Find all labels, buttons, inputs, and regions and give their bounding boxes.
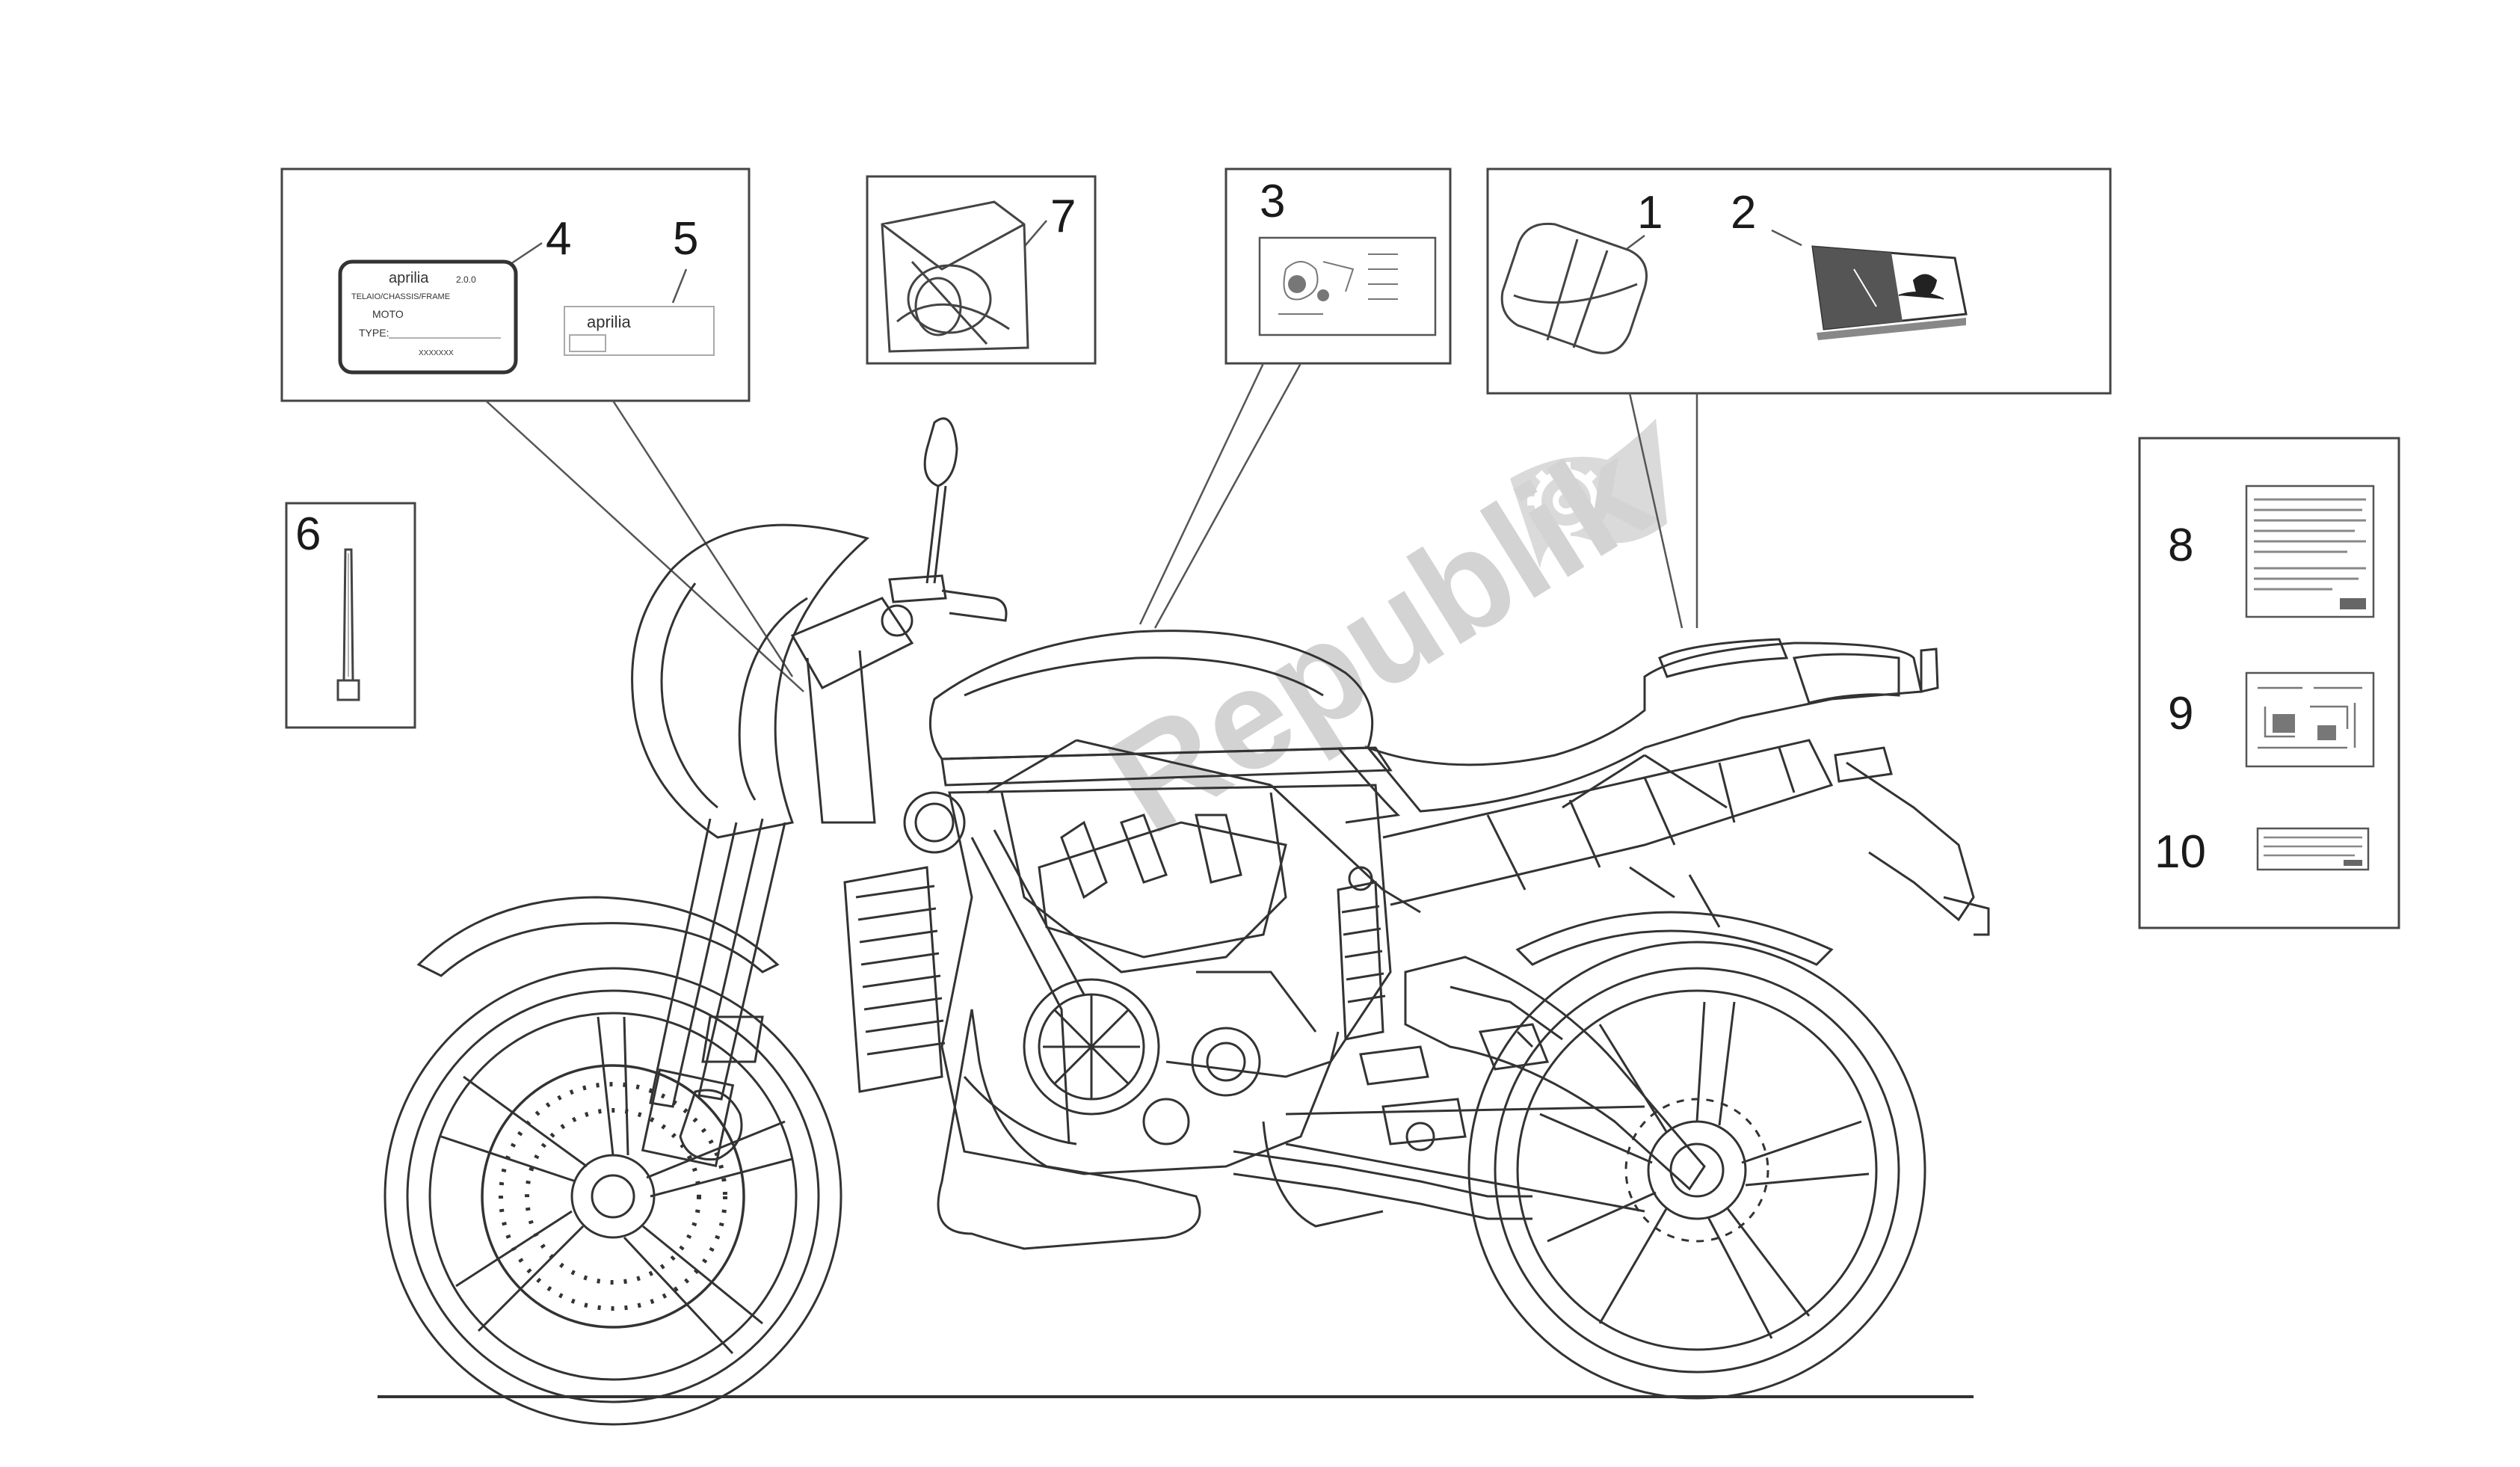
tool-bag-icon: [881, 200, 1029, 353]
schematic-label-decal: [2245, 671, 2375, 768]
homologation-plate-decal: aprilia 2.0.0 TELAIO/CHASSIS/FRAME MOTO …: [338, 259, 518, 375]
aprilia-label-decal: aprilia: [564, 306, 715, 356]
radiator: [843, 866, 946, 1093]
box-tool-bag-7: 7: [866, 175, 1097, 365]
frame: [986, 739, 1834, 914]
rear-wheel: [1467, 941, 1926, 1400]
svg-text:XXXXXXX: XXXXXXX: [419, 349, 454, 357]
owners-manual-icon: [1811, 245, 1968, 340]
callout-4: 4: [546, 213, 571, 265]
callout-10: 10: [2154, 826, 2206, 878]
callout-5: 5: [673, 213, 698, 265]
swingarm: [1404, 956, 1706, 1191]
brake-caliper: [679, 1089, 743, 1161]
mirror: [923, 417, 958, 584]
small-info-label-decal: [2256, 827, 2370, 871]
seat-tail: [1364, 638, 1939, 813]
leader-lines: [485, 363, 1698, 692]
svg-text:aprilia: aprilia: [389, 270, 429, 286]
chain: [1285, 1105, 1645, 1213]
svg-text:TELAIO/CHASSIS/FRAME: TELAIO/CHASSIS/FRAME: [351, 292, 450, 301]
handlebar: [790, 574, 1008, 824]
rear-shock: [1337, 866, 1386, 1041]
callout-3: 3: [1260, 176, 1285, 227]
front-fork: [641, 818, 786, 1167]
rearsets: [1359, 1045, 1467, 1151]
svg-text:2.0.0: 2.0.0: [456, 274, 476, 285]
warning-label-decal: [2245, 485, 2375, 618]
front-wheel: [383, 967, 842, 1426]
gear-icon: [1527, 462, 1605, 540]
front-fender: [416, 896, 780, 977]
callout-6: 6: [295, 508, 321, 560]
box-plates-4-5: 4 5 aprilia 2.0.0 TELAIO/CHASSIS/FRAME M…: [280, 167, 751, 402]
exhaust: [1233, 1121, 1532, 1228]
callout-1: 1: [1637, 187, 1663, 239]
motorcycle-illustration: [378, 417, 1990, 1426]
callout-9: 9: [2168, 688, 2193, 739]
rear-hugger: [1515, 911, 1834, 966]
cable-tie-icon: [336, 548, 360, 701]
document-pouch-icon: [1500, 222, 1648, 354]
svg-text:aprilia: aprilia: [587, 313, 631, 331]
svg-text:MOTO: MOTO: [372, 308, 404, 320]
front-fairing: [631, 523, 870, 839]
license-bracket: [1629, 761, 1990, 936]
belly-pan: [937, 1009, 1201, 1250]
box-pouch-manual-1-2: 1 2: [1486, 167, 2112, 395]
callout-7: 7: [1050, 191, 1076, 242]
wiring-diagram-decal: [1258, 236, 1437, 336]
box-wiring-label-3: 3: [1224, 167, 1452, 365]
callout-8: 8: [2168, 520, 2193, 571]
box-cable-tie-6: 6: [285, 502, 416, 729]
watermark-flag-icon: [1510, 419, 1667, 568]
fuel-tank: [928, 630, 1401, 824]
callout-2: 2: [1731, 187, 1756, 239]
engine: [903, 784, 1392, 1175]
box-labels-8-9-10: 8 9 10: [2138, 437, 2400, 929]
svg-text:TYPE:: TYPE:: [359, 327, 389, 339]
